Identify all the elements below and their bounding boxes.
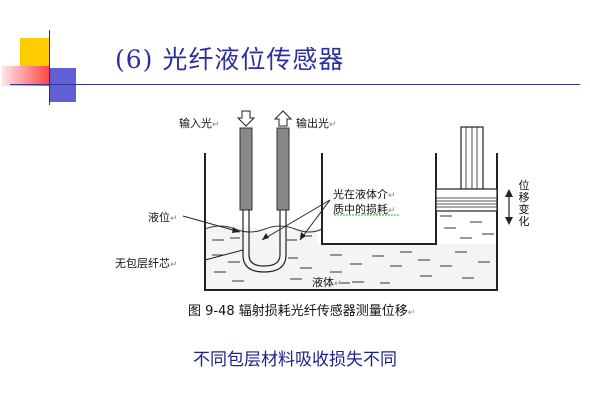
fiber-clad-right (276, 127, 290, 211)
pointer-loss-1 (299, 199, 331, 241)
title-divider (10, 84, 580, 85)
deco-red-block (2, 66, 50, 86)
label-output-light: 输出光↵ (296, 117, 337, 130)
input-arrow-icon (236, 110, 256, 127)
slide-title: (6) 光纤液位传感器 (115, 45, 345, 74)
label-displacement: 位移变化 (518, 179, 530, 228)
deco-blue-square (50, 68, 76, 102)
fiber-clad-left (239, 127, 253, 211)
label-loss-line2: 质中的损耗↵ (333, 203, 396, 216)
pointer-loss-2 (261, 199, 331, 241)
label-input-light: 输入光↵ (179, 117, 220, 130)
bare-fiber-core-u (242, 210, 287, 273)
deco-yellow-square (20, 38, 50, 68)
slide-subtitle: 不同包层材料吸收损失不同 (193, 350, 397, 370)
label-bare-core: 无包层纤芯↵ (115, 257, 178, 270)
label-loss-line1: 光在液体介↵ (333, 188, 396, 201)
deco-vertical-line (49, 30, 50, 105)
float-block (435, 188, 498, 212)
liquid-dashes (212, 215, 494, 284)
figure-caption: 图 9-48 辐射损耗光纤传感器测量位移↵ (188, 304, 416, 319)
label-liquid-level: 液位↵ (148, 211, 178, 224)
float-stripes (436, 197, 497, 208)
pointer-level (182, 215, 241, 233)
output-arrow-icon (273, 110, 293, 127)
pointer-core (204, 249, 244, 261)
liquid-bottom-channel (205, 244, 497, 290)
label-liquid: 液体↵ (312, 276, 342, 289)
liquid-surface (204, 225, 323, 233)
